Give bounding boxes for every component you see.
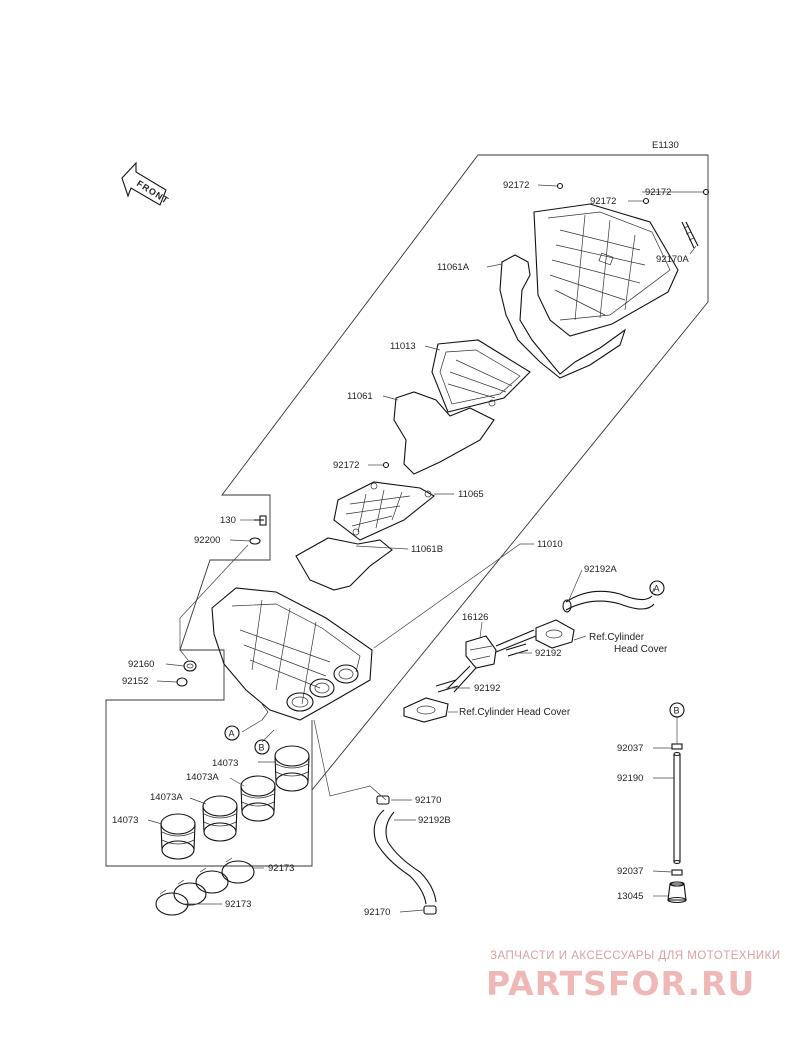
label-92192B: 92192B: [418, 815, 451, 826]
label-92170A: 92170A: [656, 254, 689, 265]
watermark-logo: PARTSFOR.RU: [486, 964, 756, 1003]
diagram-code: E1130: [652, 140, 679, 151]
label-92170: 92170: [364, 907, 390, 918]
washer-92200: [249, 537, 261, 545]
label-92190: 92190: [617, 773, 643, 784]
hose-route-line: [313, 719, 387, 801]
hose-92192A: [562, 590, 655, 613]
grommet-92160: [183, 660, 197, 672]
funnel-14073-upper: [274, 745, 310, 792]
label-92172: 92172: [333, 460, 359, 471]
clamp-92170-lower: [423, 905, 437, 915]
label-13045: 13045: [617, 891, 643, 902]
part-labels: 92172 92172 92172 11061A 92170A 11013 11…: [112, 180, 689, 918]
leader-lines: [147, 184, 703, 913]
valve-16126: [447, 629, 537, 693]
plate-11065: [333, 481, 435, 541]
label-92172: 92172: [645, 187, 671, 198]
label-14073: 14073: [212, 758, 238, 769]
bolt-130: [254, 515, 267, 526]
bolt-92172-group: [382, 182, 710, 469]
drain-tube-92190: [673, 751, 681, 865]
funnel-14073A-lower: [202, 795, 238, 842]
reference-labels: Ref.Cylinder Head Cover Ref.Cylinder Hea…: [459, 632, 668, 718]
gasket-11061A: [499, 254, 627, 379]
label-11013: 11013: [390, 341, 416, 352]
label-130: 130: [220, 515, 236, 526]
label-14073A: 14073A: [150, 792, 183, 803]
label-92160: 92160: [128, 659, 154, 670]
label-92173: 92173: [225, 899, 251, 910]
label-92173: 92173: [268, 863, 294, 874]
reed-valve-cover-lower: [403, 697, 449, 723]
label-92192: 92192: [535, 648, 561, 659]
svg-text:B: B: [259, 743, 265, 753]
label-16126: 16126: [462, 612, 488, 623]
gasket-11061B: [295, 537, 393, 591]
reed-valve-cover-upper: [535, 619, 575, 649]
callout-A-hose: A: [649, 580, 665, 596]
clamp-92170-upper: [376, 795, 390, 805]
funnel-14073A-upper: [240, 775, 276, 822]
front-arrow-icon: FRONT: [121, 161, 171, 206]
collar-92152: [176, 677, 188, 687]
watermark-tagline: ЗАПЧАСТИ И АКСЕССУАРЫ ДЛЯ МОТОТЕХНИКИ: [490, 950, 781, 962]
ref-head-cover-line2: Head Cover: [614, 644, 668, 655]
ref-head-cover-line1: Ref.Cylinder: [589, 632, 645, 643]
label-92172: 92172: [590, 196, 616, 207]
label-92037: 92037: [617, 866, 643, 877]
label-14073: 14073: [112, 815, 138, 826]
gasket-11061: [393, 391, 495, 475]
screw-92170A: [681, 221, 699, 249]
label-92172: 92172: [503, 180, 529, 191]
label-92152: 92152: [122, 676, 148, 687]
label-92170: 92170: [415, 795, 441, 806]
label-11061: 11061: [347, 391, 373, 402]
plug-13045: [667, 881, 687, 904]
air-filter-element-11013: [431, 339, 531, 413]
label-11065: 11065: [458, 489, 484, 500]
label-92200: 92200: [194, 535, 220, 546]
label-92192: 92192: [474, 683, 500, 694]
label-11010: 11010: [537, 539, 563, 550]
label-14073A: 14073A: [186, 772, 219, 783]
label-11061B: 11061B: [411, 544, 443, 555]
svg-text:A: A: [229, 729, 235, 739]
callout-A-housing: A: [224, 725, 240, 741]
svg-text:B: B: [674, 706, 680, 716]
air-cleaner-cover: [533, 203, 679, 337]
svg-text:A: A: [654, 584, 660, 594]
hose-92192B: [373, 809, 437, 905]
label-11061A: 11061A: [437, 262, 470, 273]
callout-B-housing: B: [254, 739, 270, 755]
assembly-frame: [105, 154, 709, 867]
funnel-14073-lower: [160, 813, 196, 860]
label-92192A: 92192A: [584, 564, 617, 575]
ref-head-cover-lower: Ref.Cylinder Head Cover: [459, 707, 571, 718]
callout-B-tube: B: [669, 702, 685, 718]
air-box-housing-11010: [211, 587, 373, 721]
label-92037: 92037: [617, 743, 643, 754]
clip-92037-lower: [671, 869, 683, 876]
clip-92037-upper: [671, 743, 683, 750]
